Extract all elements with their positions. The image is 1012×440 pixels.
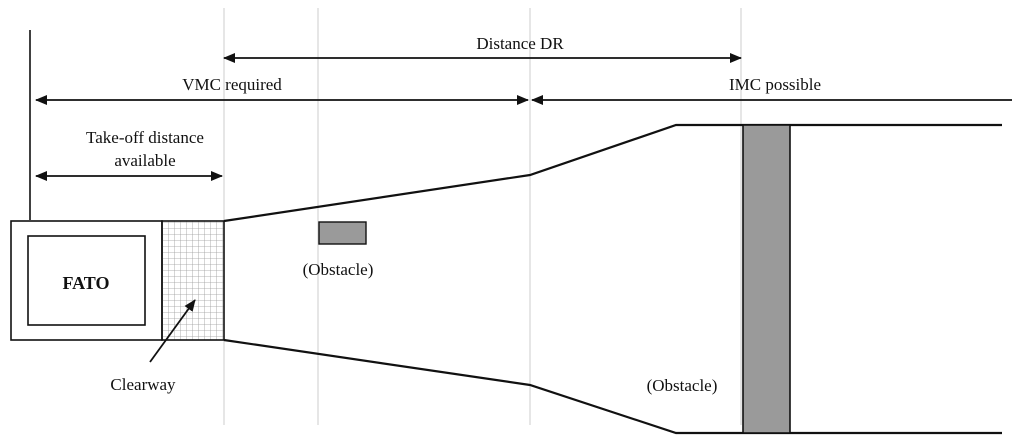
large-obstacle-label: (Obstacle): [647, 376, 718, 395]
clearway-pointer-arrow: [149, 299, 196, 363]
small-obstacle-label: (Obstacle): [303, 260, 374, 279]
fato-label: FATO: [62, 273, 109, 293]
takeoff-distance-label-line2: available: [114, 151, 175, 170]
large-obstacle: [742, 124, 791, 434]
clearway-label: Clearway: [110, 375, 176, 394]
surface-lower-edge: [223, 338, 1002, 435]
surface-upper-edge: [223, 123, 1002, 223]
distance-dr-label: Distance DR: [476, 34, 564, 53]
vmc-required-label: VMC required: [182, 75, 282, 94]
guide-lines: [223, 8, 742, 425]
imc-possible-label: IMC possible: [729, 75, 821, 94]
fato-inner-box: [27, 235, 146, 326]
takeoff-distance-label-line1: Take-off distance: [86, 128, 204, 147]
clearway-area: [161, 220, 225, 341]
small-obstacle: [318, 221, 367, 245]
